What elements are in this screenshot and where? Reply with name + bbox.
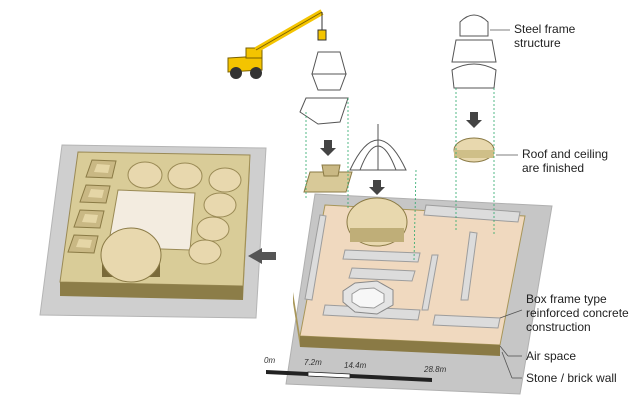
label-roof-ceiling: Roof and ceiling are finished xyxy=(522,147,609,175)
label-air-space: Air space xyxy=(526,349,577,363)
scale-bar xyxy=(266,370,432,382)
scale-tick-2: 14.4m xyxy=(344,361,367,370)
stone-wall-front xyxy=(300,336,500,356)
steel-frames xyxy=(299,14,497,171)
label-box-frame: Box frame type reinforced concrete const… xyxy=(526,292,629,334)
left-side-wall xyxy=(243,155,250,300)
scale-tick-1: 7.2m xyxy=(304,358,322,367)
down-arrows xyxy=(320,112,482,195)
big-dome xyxy=(100,227,162,283)
label-steel-frame: Steel frame structure xyxy=(514,22,576,50)
label-stone-wall: Stone / brick wall xyxy=(526,371,617,385)
pyramid-roofs xyxy=(67,159,117,254)
scale-tick-3: 28.8m xyxy=(424,365,447,374)
construction-site xyxy=(285,193,553,395)
callout-leaders xyxy=(490,29,523,379)
scale-tick-0: 0m xyxy=(264,356,276,365)
small-domes xyxy=(127,161,242,265)
stone-wall-left xyxy=(293,292,300,347)
left-front-wall xyxy=(60,282,243,300)
crane-icon xyxy=(227,9,327,79)
guide-lines xyxy=(305,88,495,261)
completed-building xyxy=(39,144,267,319)
arrow-left-icon xyxy=(248,248,276,264)
